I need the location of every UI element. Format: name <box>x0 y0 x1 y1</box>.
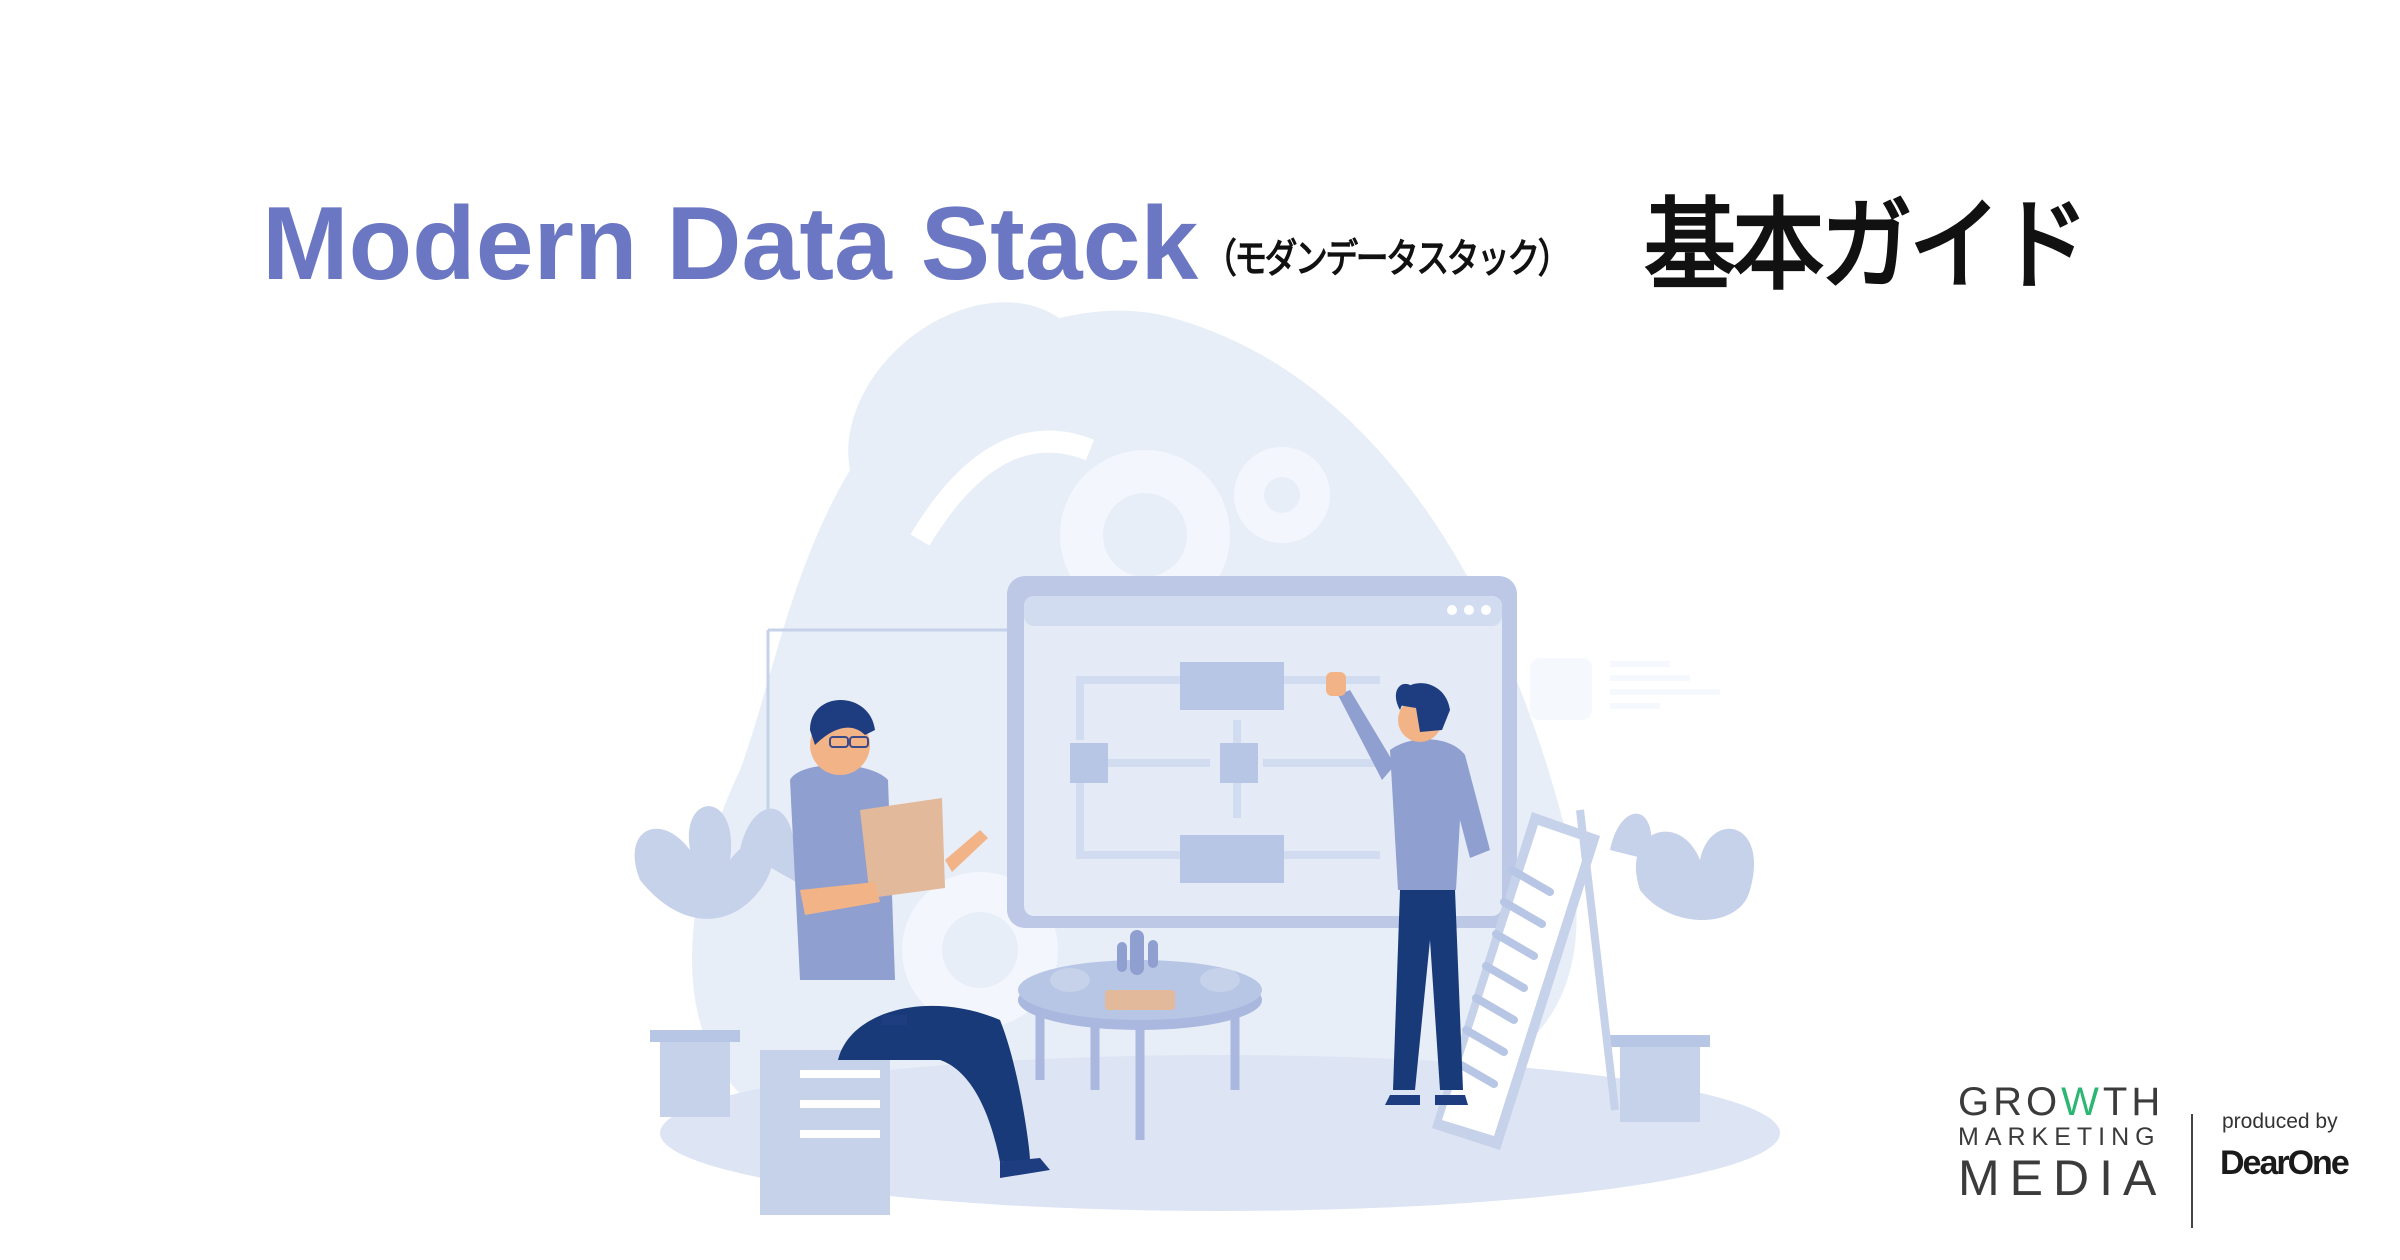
checklist-board <box>1432 809 1619 1150</box>
page-title: Modern Data Stack （モダンデータスタック） 基本ガイド <box>262 176 2124 296</box>
small-blob <box>848 302 1092 534</box>
hero-illustration <box>620 290 1820 1230</box>
flow-box <box>1220 743 1258 783</box>
brand-logo: GROWTH MARKETING MEDIA produced by DearO… <box>1940 1080 2400 1228</box>
flow-box <box>1070 743 1108 783</box>
standing-person <box>1326 672 1490 1105</box>
logo-divider <box>2191 1114 2193 1228</box>
plant-right <box>1610 813 1755 920</box>
title-japanese: 基本ガイド <box>1644 187 2089 304</box>
growth-arrow-icon: W <box>2061 1080 2103 1124</box>
coffee-table <box>1018 930 1262 1140</box>
flow-box <box>1180 662 1284 710</box>
title-english: Modern Data Stack <box>262 186 1199 302</box>
flow-box <box>1180 835 1284 883</box>
seated-person <box>790 700 1050 1178</box>
dearone-logo: DearOne <box>2220 1144 2350 1182</box>
growth-marketing-media-logo: GROWTH MARKETING MEDIA <box>1958 1080 2167 1206</box>
produced-by-label: produced by <box>2222 1110 2338 1133</box>
title-katakana: （モダンデータスタック） <box>1204 236 1571 282</box>
